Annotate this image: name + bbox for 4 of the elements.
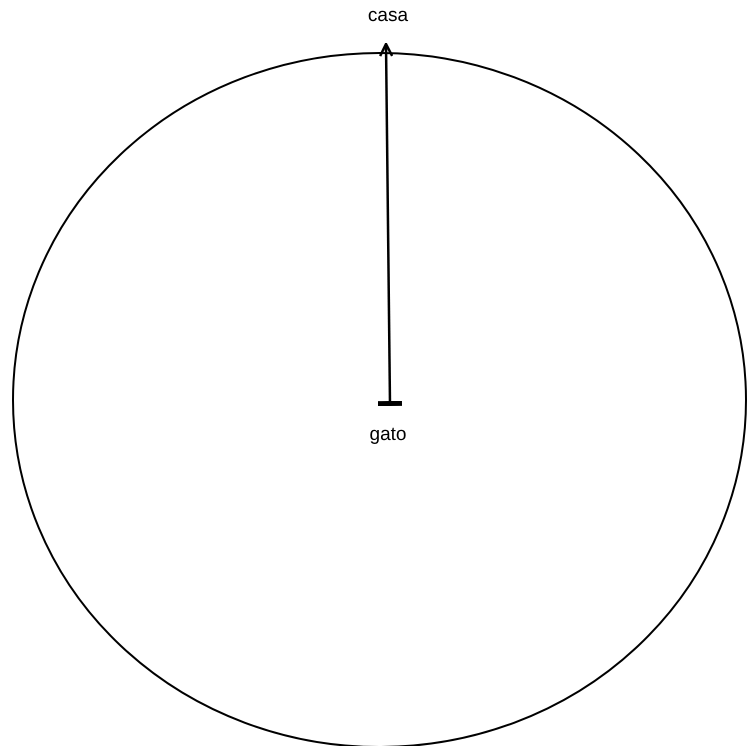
circle-outline	[12, 52, 747, 746]
text-label: gato	[358, 403, 418, 447]
arrow	[378, 42, 402, 406]
text-label: casa	[358, 4, 418, 44]
